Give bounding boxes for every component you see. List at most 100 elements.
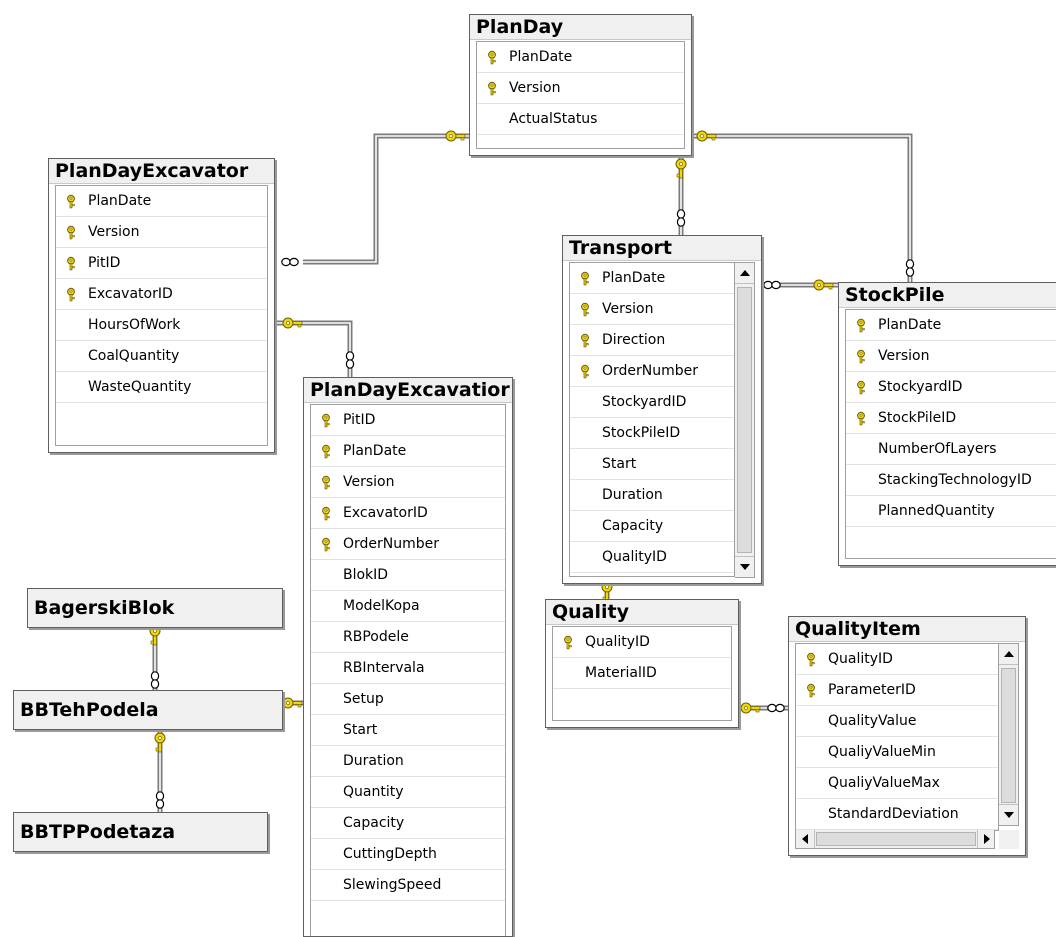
scroll-down-button[interactable] <box>735 556 754 577</box>
scrollbar-thumb[interactable] <box>1001 668 1016 803</box>
column-row[interactable]: StackingTechnologyID <box>846 465 1056 496</box>
column-row[interactable]: Setup <box>311 684 505 715</box>
column-name: Duration <box>602 487 663 503</box>
table-title[interactable]: BBTPPodetaza <box>20 821 176 843</box>
table-qualityitem[interactable]: QualityItem QualityID ParameterID QualityV… <box>788 616 1026 856</box>
column-row[interactable]: ExcavatorID <box>311 498 505 529</box>
column-name: Capacity <box>602 518 664 534</box>
key-icon <box>740 702 761 714</box>
column-row[interactable]: ActualStatus <box>477 104 684 135</box>
column-row[interactable]: PlanDate <box>570 263 734 294</box>
column-name: PlanDate <box>88 193 152 209</box>
table-title[interactable]: PlanDay <box>470 15 691 40</box>
infinity-icon <box>150 671 160 689</box>
column-row[interactable]: ParameterID <box>796 675 998 706</box>
vertical-scrollbar[interactable] <box>999 643 1019 826</box>
infinity-icon <box>905 259 915 277</box>
column-row[interactable]: RBPodele <box>311 622 505 653</box>
table-title[interactable]: Quality <box>546 600 738 625</box>
column-row[interactable]: NumberOfLayers <box>846 434 1056 465</box>
table-title[interactable]: PlanDayExcavator <box>49 159 274 184</box>
column-row[interactable]: CuttingDepth <box>311 839 505 870</box>
column-row[interactable]: StockyardID <box>846 372 1056 403</box>
column-row[interactable]: PitID <box>56 248 267 279</box>
column-row[interactable]: Version <box>56 217 267 248</box>
scroll-down-button[interactable] <box>999 804 1018 825</box>
relationship-line[interactable] <box>303 133 469 265</box>
scroll-right-button[interactable] <box>977 830 996 848</box>
column-row[interactable]: Capacity <box>311 808 505 839</box>
scrollbar-thumb[interactable] <box>816 832 976 846</box>
column-row[interactable]: RBIntervala <box>311 653 505 684</box>
column-row[interactable]: CoalQuantity <box>56 341 267 372</box>
column-row[interactable]: BlokID <box>311 560 505 591</box>
column-row[interactable]: PlanDate <box>846 310 1056 341</box>
column-row[interactable]: Start <box>311 715 505 746</box>
scrollbar-thumb[interactable] <box>737 287 752 553</box>
column-row[interactable]: PlannedQuantity <box>846 496 1056 527</box>
column-row[interactable]: Version <box>477 73 684 104</box>
column-row[interactable]: QualityID <box>796 644 998 675</box>
column-row[interactable]: Version <box>846 341 1056 372</box>
column-name: MaterialID <box>585 665 657 681</box>
table-bbtehpodela[interactable]: BBTehPodela <box>13 690 283 730</box>
column-row[interactable]: PlanDate <box>56 186 267 217</box>
column-row[interactable]: MaterialID <box>553 658 731 689</box>
column-row[interactable]: OrderNumber <box>311 529 505 560</box>
column-name: QualityID <box>828 651 893 667</box>
column-row[interactable]: QualiyValueMax <box>796 768 998 799</box>
column-row[interactable]: Version <box>311 467 505 498</box>
column-row[interactable]: StandardDeviation <box>796 799 998 830</box>
column-row[interactable]: Version <box>570 294 734 325</box>
relationship-line[interactable] <box>275 320 353 377</box>
column-row[interactable]: ModelKopa <box>311 591 505 622</box>
column-row[interactable]: StockyardID <box>570 387 734 418</box>
scroll-left-button[interactable] <box>796 830 815 848</box>
column-row[interactable]: OrderNumber <box>570 356 734 387</box>
table-title[interactable]: StockPile <box>839 283 1056 308</box>
column-name: ExcavatorID <box>343 505 428 521</box>
column-row[interactable]: WasteQuantity <box>56 372 267 403</box>
table-bbtppodetaza[interactable]: BBTPPodetaza <box>13 812 268 852</box>
column-name: ParameterID <box>828 682 916 698</box>
column-row[interactable]: Duration <box>570 480 734 511</box>
column-row[interactable]: HoursOfWork <box>56 310 267 341</box>
table-title[interactable]: PlanDayExcavatior <box>304 378 512 403</box>
key-icon <box>846 318 876 333</box>
relationship-line-inner <box>303 135 469 263</box>
column-row[interactable]: PlanDate <box>477 42 684 73</box>
table-title[interactable]: Transport <box>563 236 761 261</box>
table-quality[interactable]: Quality QualityID MaterialID <box>545 599 739 728</box>
table-title[interactable]: BagerskiBlok <box>34 597 175 619</box>
column-row[interactable]: Start <box>570 449 734 480</box>
table-bagerskiblok[interactable]: BagerskiBlok <box>27 588 283 628</box>
horizontal-scrollbar[interactable] <box>795 830 995 849</box>
column-row[interactable]: QualityID <box>570 542 734 573</box>
column-row[interactable]: Duration <box>311 746 505 777</box>
arrow-left-icon <box>802 834 808 844</box>
column-row[interactable]: PlanDate <box>311 436 505 467</box>
column-row[interactable]: Capacity <box>570 511 734 542</box>
column-row[interactable]: StockPileID <box>846 403 1056 434</box>
table-title[interactable]: BBTehPodela <box>20 699 159 721</box>
column-row[interactable]: QualityValue <box>796 706 998 737</box>
column-row[interactable]: QualityID <box>553 627 731 658</box>
scroll-up-button[interactable] <box>999 644 1018 665</box>
column-row[interactable]: SlewingSpeed <box>311 870 505 901</box>
column-row[interactable]: QualiyValueMin <box>796 737 998 768</box>
column-row[interactable]: ExcavatorID <box>56 279 267 310</box>
scroll-up-button[interactable] <box>735 263 754 284</box>
column-name: StockyardID <box>878 379 963 395</box>
column-row[interactable]: Quantity <box>311 777 505 808</box>
column-row[interactable]: Direction <box>570 325 734 356</box>
column-row[interactable]: StockPileID <box>570 418 734 449</box>
vertical-scrollbar[interactable] <box>735 262 755 578</box>
table-title[interactable]: QualityItem <box>789 617 1025 642</box>
column-row[interactable]: PitID <box>311 405 505 436</box>
